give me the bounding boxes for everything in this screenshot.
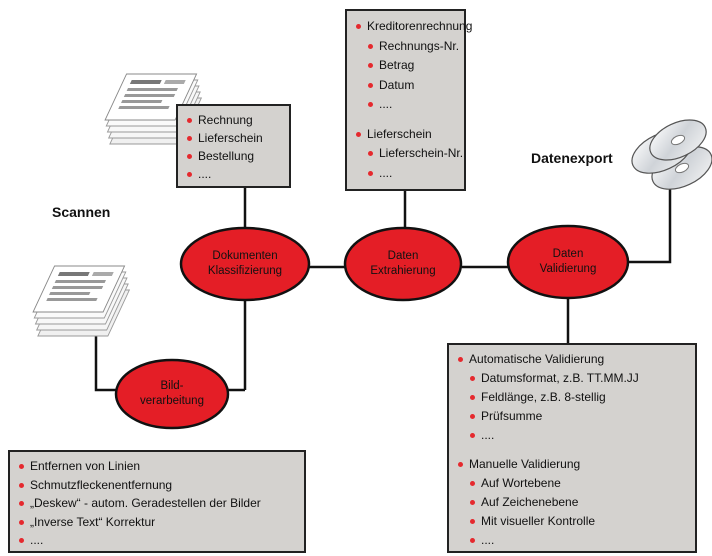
node-daten-extrahierung-label: Daten Extrahierung [370,250,436,277]
list-item: Entfernen von Linien [18,457,296,476]
klassifizierung-box: Rechnung Lieferschein Bestellung .... [176,104,291,188]
scannen-label: Scannen [52,204,111,220]
list-item: Betrag [367,56,456,76]
bildverarbeitung-box: Entfernen von Linien Schmutzfleckenentfe… [8,450,306,553]
list-item: „Deskew“ - autom. Geradestellen der Bild… [18,494,296,513]
node-daten-extrahierung [343,226,463,302]
list-item: .... [469,531,687,550]
extrahierung-box: Kreditorenrechnung Rechnungs-Nr. Betrag … [345,9,472,191]
list-item: Mit visueller Kontrolle [469,512,687,531]
node-dokumenten-klassifizierung [179,226,311,302]
node-bildverarbeitung-label: Bild- verarbeitung [140,380,204,407]
list-item: Automatische Validierung [457,350,687,369]
connector-lines [94,178,672,392]
list-item: Kreditorenrechnung [355,17,472,37]
list-item: .... [18,531,296,550]
list-item: „Inverse Text“ Korrektur [18,513,296,532]
list-item: Feldlänge, z.B. 8-stellig [469,388,687,407]
list-item: Lieferschein-Nr. [367,144,463,164]
list-item: Datum [367,76,456,96]
node-dokumenten-label: Dokumenten Klassifizierung [207,250,283,277]
datenexport-label: Datenexport [531,150,613,166]
node-bildverarbeitung [114,358,230,430]
cd-stack-icon [631,119,712,190]
list-item: Datumsformat, z.B. TT.MM.JJ [469,369,687,388]
list-item: Schmutzfleckenentfernung [18,476,296,495]
validierung-box: Automatische Validierung Datumsformat, z… [447,343,697,553]
list-item: Auf Zeichenebene [469,493,687,512]
list-item: Auf Wortebene [469,474,687,493]
list-item: Prüfsumme [469,407,687,426]
list-item: Rechnung [186,111,281,129]
list-item: .... [186,165,281,183]
list-item: .... [469,426,687,445]
list-item: Lieferschein [186,129,281,147]
node-daten-validierung [506,224,630,300]
document-stack-icon [32,265,131,337]
list-item: Manuelle Validierung [457,455,687,474]
list-item: Bestellung [186,147,281,165]
node-daten-validierung-label: Daten Validierung [539,248,597,275]
list-item: .... [367,95,456,115]
list-item: Rechnungs-Nr. [367,37,459,57]
list-item: Lieferschein [355,125,456,145]
list-item: .... [367,164,456,184]
